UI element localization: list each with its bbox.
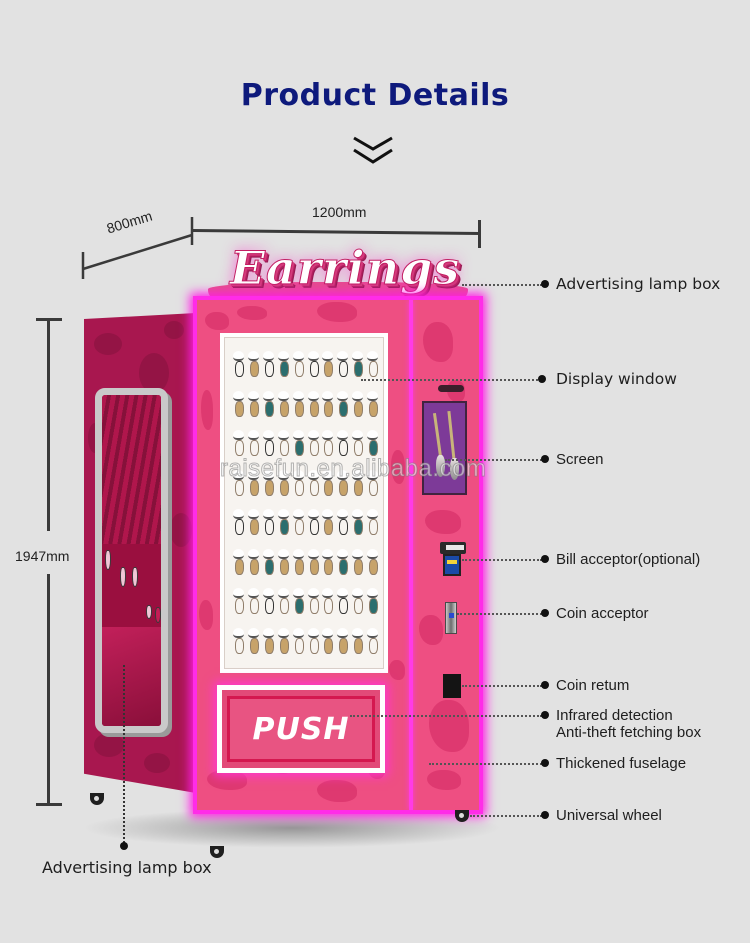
wheel-icon xyxy=(455,810,469,822)
coin-return[interactable] xyxy=(443,674,461,698)
panel-divider xyxy=(409,300,413,810)
push-pickup-door[interactable]: PUSH xyxy=(217,685,385,773)
wheel-icon xyxy=(90,793,104,805)
page-title: Product Details xyxy=(240,78,510,113)
wheel-icon xyxy=(210,846,224,858)
watermark: raisefun.en.alibaba.com xyxy=(219,455,487,483)
front-panel: PUSH xyxy=(193,296,483,814)
double-chevron-down-icon xyxy=(353,136,393,164)
advertising-sign: Earrings xyxy=(229,241,461,296)
coin-acceptor[interactable] xyxy=(445,602,457,634)
floor-shadow xyxy=(82,808,502,848)
side-display-window xyxy=(95,388,168,733)
push-label: PUSH xyxy=(252,711,350,747)
width-label: 1200mm xyxy=(312,204,367,220)
card-slot xyxy=(438,385,464,392)
bill-acceptor[interactable] xyxy=(440,542,466,578)
height-label: 1947mm xyxy=(15,548,70,564)
display-window xyxy=(220,333,388,673)
sign-base xyxy=(208,282,468,300)
advertising-screen[interactable] xyxy=(422,401,467,495)
